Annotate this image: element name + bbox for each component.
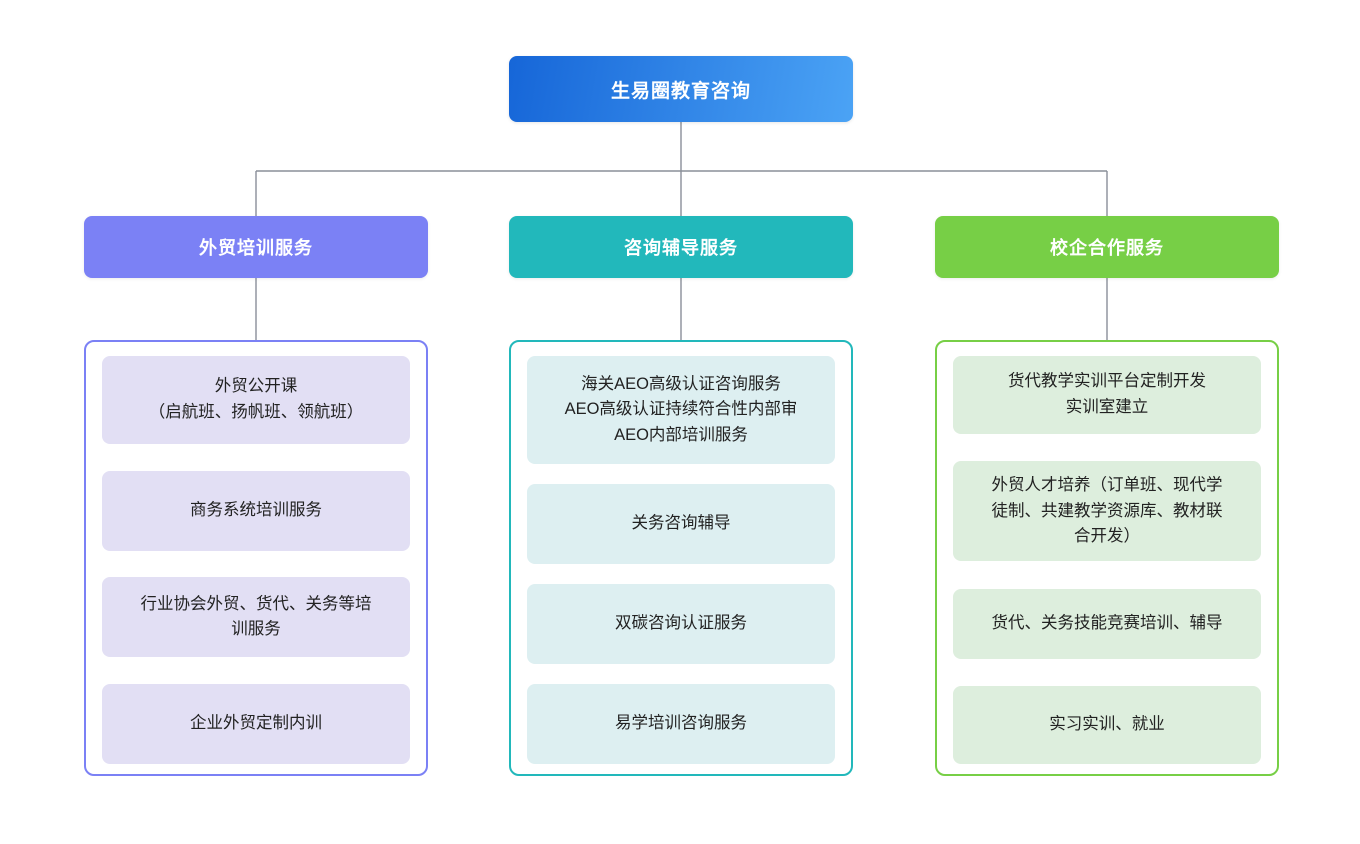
- service-card-label: 关务咨询辅导: [631, 514, 731, 533]
- service-card-label: 海关AEO高级认证咨询服务 AEO高级认证持续符合性内部审 AEO内部培训服务: [564, 374, 798, 444]
- branch-header-0[interactable]: 外贸培训服务: [84, 216, 428, 278]
- branch-column-0: 外贸培训服务 外贸公开课 （启航班、扬帆班、领航班） 商务系统培训服务行业协会外贸…: [84, 216, 428, 776]
- service-card[interactable]: 外贸人才培养（订单班、现代学 徒制、共建教学资源库、教材联 合开发）: [953, 461, 1261, 562]
- branch-header-1[interactable]: 咨询辅导服务: [509, 216, 853, 278]
- branch-header-label-0: 外贸培训服务: [199, 238, 313, 258]
- service-card[interactable]: 货代、关务技能竞赛培训、辅导: [953, 588, 1261, 659]
- service-card[interactable]: 行业协会外贸、货代、关务等培 训服务: [102, 577, 410, 658]
- root-node[interactable]: 生易圈教育咨询: [509, 56, 853, 122]
- branch-header-label-1: 咨询辅导服务: [624, 238, 738, 258]
- service-card-label: 实习实训、就业: [1049, 715, 1165, 734]
- branch-header-2[interactable]: 校企合作服务: [935, 216, 1279, 278]
- branch-body-1: 海关AEO高级认证咨询服务 AEO高级认证持续符合性内部审 AEO内部培训服务关…: [509, 340, 853, 776]
- service-card[interactable]: 货代教学实训平台定制开发 实训室建立: [953, 356, 1261, 434]
- service-card[interactable]: 海关AEO高级认证咨询服务 AEO高级认证持续符合性内部审 AEO内部培训服务: [527, 356, 835, 464]
- service-card-label: 商务系统培训服务: [190, 500, 322, 519]
- root-node-label: 生易圈教育咨询: [610, 80, 751, 102]
- service-card-label: 外贸人才培养（订单班、现代学 徒制、共建教学资源库、教材联 合开发）: [991, 475, 1223, 546]
- service-card-label: 行业协会外贸、货代、关务等培 训服务: [140, 594, 372, 639]
- branch-header-label-2: 校企合作服务: [1050, 238, 1164, 258]
- service-card-label: 双碳咨询认证服务: [615, 614, 747, 633]
- service-card[interactable]: 关务咨询辅导: [527, 484, 835, 564]
- branch-body-2: 货代教学实训平台定制开发 实训室建立外贸人才培养（订单班、现代学 徒制、共建教学…: [935, 340, 1279, 776]
- service-card-label: 外贸公开课 （启航班、扬帆班、领航班）: [148, 377, 364, 421]
- service-card-label: 易学培训咨询服务: [615, 714, 747, 733]
- service-card-label: 企业外贸定制内训: [190, 714, 322, 733]
- service-card[interactable]: 双碳咨询认证服务: [527, 584, 835, 664]
- service-card[interactable]: 实习实训、就业: [953, 685, 1261, 764]
- service-card-label: 货代教学实训平台定制开发 实训室建立: [1008, 372, 1206, 416]
- branch-body-0: 外贸公开课 （启航班、扬帆班、领航班） 商务系统培训服务行业协会外贸、货代、关务等…: [84, 340, 428, 776]
- service-card[interactable]: 商务系统培训服务: [102, 470, 410, 551]
- service-card[interactable]: 外贸公开课 （启航班、扬帆班、领航班）: [102, 356, 410, 444]
- service-card-label: 货代、关务技能竞赛培训、辅导: [991, 613, 1223, 632]
- branch-column-1: 咨询辅导服务 海关AEO高级认证咨询服务 AEO高级认证持续符合性内部审 AEO…: [509, 216, 853, 776]
- branch-column-2: 校企合作服务 货代教学实训平台定制开发 实训室建立外贸人才培养（订单班、现代学 …: [935, 216, 1279, 776]
- service-card[interactable]: 易学培训咨询服务: [527, 684, 835, 764]
- service-card[interactable]: 企业外贸定制内训: [102, 683, 410, 764]
